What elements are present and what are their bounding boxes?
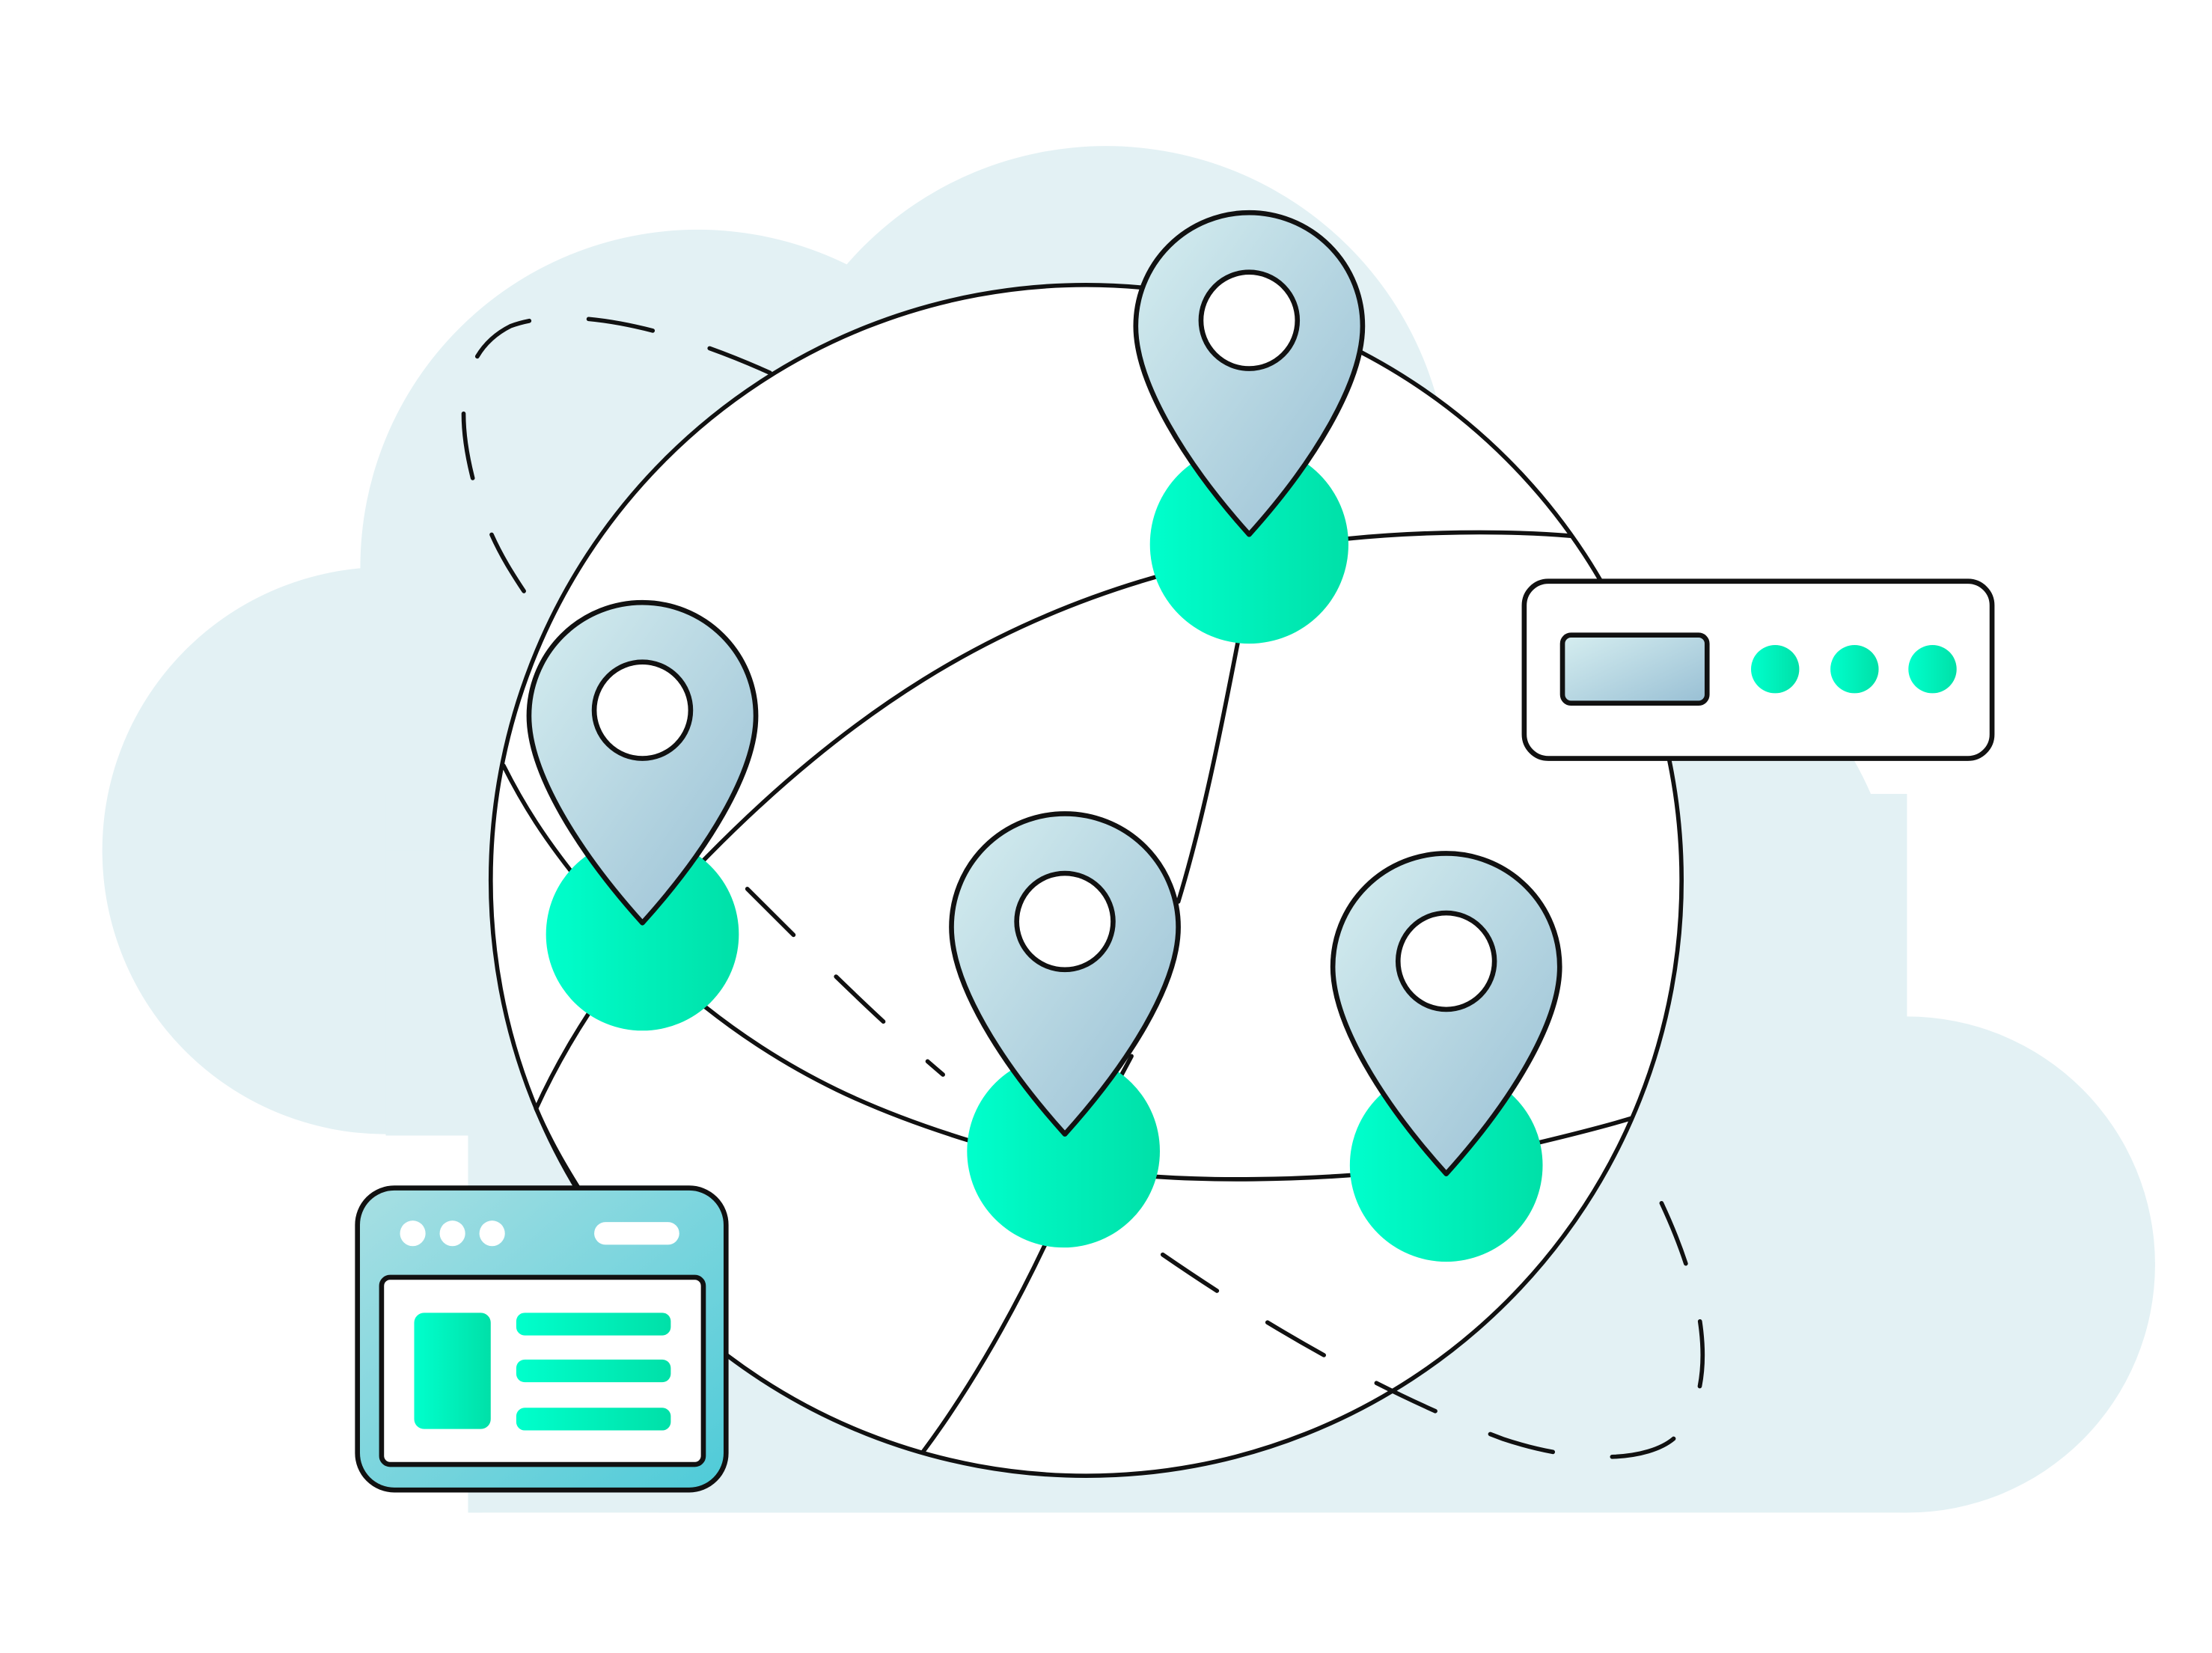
server-icon [1521,578,1995,761]
location-pin-icon [1330,851,1562,1176]
location-pin-icon [1133,210,1366,537]
browser-window-icon [355,1185,729,1493]
dashed-route [461,315,1705,1459]
location-pin-icon [526,599,759,926]
location-pin-icon [949,811,1181,1137]
